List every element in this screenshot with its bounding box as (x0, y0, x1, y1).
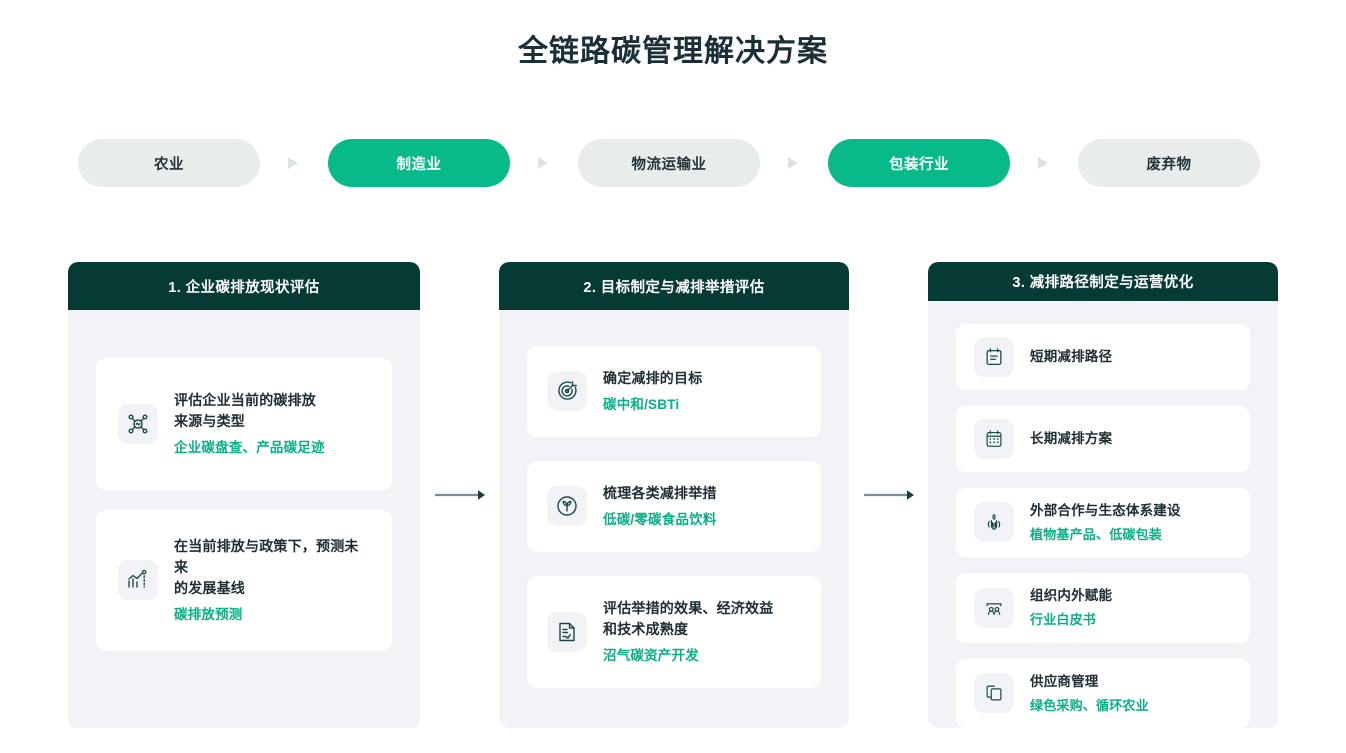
stage-connector-1 (420, 262, 499, 728)
card-subtitle: 植物基产品、低碳包装 (1030, 526, 1163, 542)
stage-column-2-header: 2. 目标制定与减排举措评估 (499, 262, 849, 310)
card-subtitle: 行业白皮书 (1030, 612, 1097, 628)
stage-columns: 1. 企业碳排放现状评估 (68, 262, 1278, 728)
network-nodes-icon (118, 404, 158, 444)
card-title: 短期减排路径 (1030, 348, 1113, 364)
stage-connector-2 (849, 262, 928, 728)
page-title: 全链路碳管理解决方案 (518, 35, 828, 68)
card-text: 评估举措的效果、经济效益 和技术成熟度 沼气碳资产开发 (603, 598, 801, 666)
copy-layers-icon (974, 673, 1014, 714)
stage-column-3: 3. 减排路径制定与运营优化 短期减排路径 (928, 262, 1278, 728)
chevron-right-icon (284, 153, 304, 173)
card-text: 短期减排路径 (1030, 347, 1232, 367)
industry-pill-agriculture[interactable]: 农业 (78, 139, 260, 187)
card-text: 长期减排方案 (1030, 429, 1232, 449)
card-supplier-management[interactable]: 供应商管理 绿色采购、循环农业 (956, 658, 1250, 728)
card-subtitle: 碳排放预测 (174, 607, 243, 622)
target-goal-icon (547, 371, 587, 412)
card-emission-forecast[interactable]: 在当前排放与政策下，预测未来 的发展基线 碳排放预测 (96, 510, 392, 651)
card-external-cooperation[interactable]: 外部合作与生态体系建设 植物基产品、低碳包装 (956, 487, 1250, 558)
card-subtitle: 低碳/零碳食品饮料 (603, 511, 717, 527)
card-subtitle: 沼气碳资产开发 (603, 647, 699, 663)
card-reduction-measures[interactable]: 梳理各类减排举措 低碳/零碳食品饮料 (527, 460, 821, 552)
card-title: 评估举措的效果、经济效益 和技术成熟度 (603, 599, 774, 637)
card-subtitle: 碳中和/SBTi (603, 397, 680, 412)
industry-pill-packaging[interactable]: 包装行业 (828, 139, 1010, 187)
card-title: 长期减排方案 (1030, 430, 1113, 446)
chart-trend-icon (118, 560, 158, 601)
card-emission-assessment[interactable]: 评估企业当前的碳排放 来源与类型 企业碳盘查、产品碳足迹 (96, 358, 392, 490)
stage-column-1-header: 1. 企业碳排放现状评估 (68, 262, 420, 310)
card-short-term-path[interactable]: 短期减排路径 (956, 323, 1250, 390)
document-report-icon (547, 611, 587, 652)
card-title: 供应商管理 (1030, 673, 1099, 689)
note-list-icon (974, 336, 1014, 377)
chevron-right-icon (1034, 153, 1054, 173)
industry-pill-label: 制造业 (396, 156, 442, 173)
card-subtitle: 企业碳盘查、产品碳足迹 (174, 440, 325, 456)
card-organizational-enablement[interactable]: 组织内外赋能 行业白皮书 (956, 573, 1250, 643)
sprout-circle-icon (547, 486, 587, 527)
industry-pill-manufacturing[interactable]: 制造业 (328, 139, 510, 187)
stage-column-2: 2. 目标制定与减排举措评估 确定减排的目标 碳中 (499, 262, 849, 728)
calendar-icon (974, 418, 1014, 459)
chevron-right-icon (534, 153, 554, 173)
card-title: 评估企业当前的碳排放 来源与类型 (174, 392, 316, 430)
industry-nav: 农业 制造业 物流运输业 包装行业 (78, 139, 1260, 187)
industry-pill-label: 农业 (154, 156, 184, 173)
chevron-right-icon (784, 153, 804, 173)
card-long-term-plan[interactable]: 长期减排方案 (956, 405, 1250, 472)
industry-pill-label: 废弃物 (1146, 156, 1192, 173)
card-text: 评估企业当前的碳排放 来源与类型 企业碳盘查、产品碳足迹 (174, 390, 370, 458)
card-title: 在当前排放与政策下，预测未来 的发展基线 (174, 538, 359, 596)
card-title: 确定减排的目标 (603, 370, 703, 386)
industry-pill-label: 包装行业 (889, 156, 949, 173)
card-measure-evaluation[interactable]: 评估举措的效果、经济效益 和技术成熟度 沼气碳资产开发 (527, 575, 821, 688)
card-text: 在当前排放与政策下，预测未来 的发展基线 碳排放预测 (174, 536, 370, 625)
industry-pill-label: 物流运输业 (631, 156, 707, 173)
stage-column-1: 1. 企业碳排放现状评估 (68, 262, 420, 728)
card-text: 供应商管理 绿色采购、循环农业 (1030, 672, 1232, 715)
stage-column-1-body: 评估企业当前的碳排放 来源与类型 企业碳盘查、产品碳足迹 (68, 310, 420, 728)
card-text: 梳理各类减排举措 低碳/零碳食品饮料 (603, 483, 801, 530)
stage-column-2-body: 确定减排的目标 碳中和/SBTi 梳理各类减排举措 (499, 310, 849, 728)
stage-column-3-body: 短期减排路径 长期减排方案 (928, 301, 1278, 728)
industry-pill-waste[interactable]: 废弃物 (1078, 139, 1260, 187)
card-subtitle: 绿色采购、循环农业 (1030, 697, 1149, 713)
card-title: 外部合作与生态体系建设 (1030, 502, 1181, 518)
users-group-icon (974, 587, 1014, 628)
card-reduction-target[interactable]: 确定减排的目标 碳中和/SBTi (527, 346, 821, 437)
industry-pill-logistics[interactable]: 物流运输业 (578, 139, 760, 187)
card-text: 外部合作与生态体系建设 植物基产品、低碳包装 (1030, 501, 1232, 544)
card-text: 组织内外赋能 行业白皮书 (1030, 586, 1232, 629)
card-title: 组织内外赋能 (1030, 588, 1113, 604)
card-title: 梳理各类减排举措 (603, 484, 717, 501)
hands-plant-icon (974, 502, 1014, 543)
card-text: 确定减排的目标 碳中和/SBTi (603, 368, 801, 415)
stage-column-3-header: 3. 减排路径制定与运营优化 (928, 262, 1278, 301)
